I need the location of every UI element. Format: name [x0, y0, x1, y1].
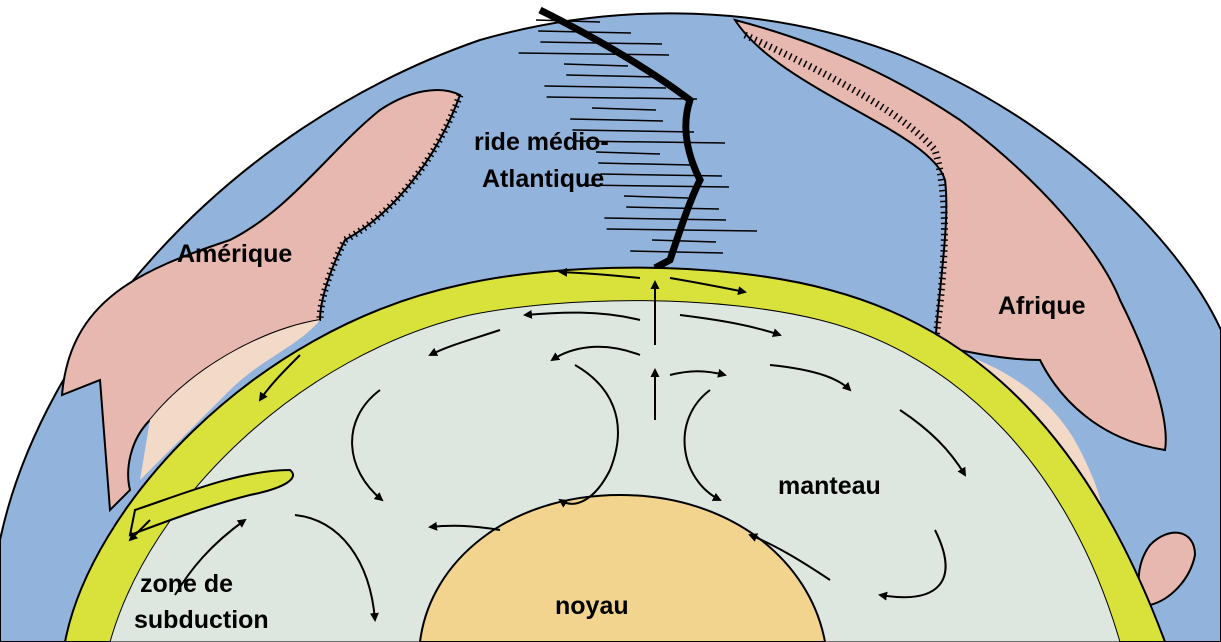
- label-ridge-line1: ride médio-: [474, 128, 609, 157]
- label-america: Amérique: [177, 240, 292, 269]
- label-subduction-line2: subduction: [134, 606, 269, 635]
- label-africa: Afrique: [998, 292, 1086, 321]
- label-subduction-line1: zone de: [140, 570, 233, 599]
- label-mantle: manteau: [778, 472, 881, 501]
- label-ridge-line2: Atlantique: [482, 165, 604, 194]
- label-core: noyau: [555, 592, 629, 621]
